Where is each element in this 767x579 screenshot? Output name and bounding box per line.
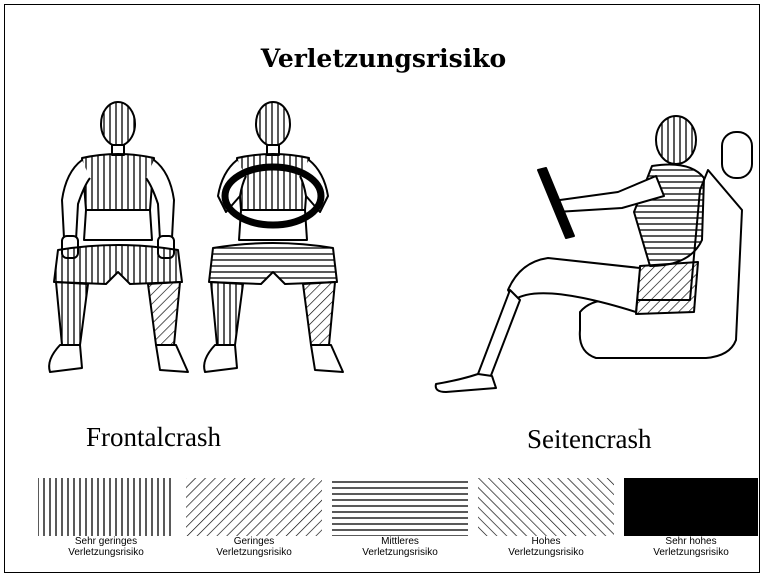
legend-label-line1: Mittleres	[325, 536, 475, 547]
dummy-front-with-wheel	[204, 102, 343, 372]
legend-label-line2: Verletzungsrisiko	[471, 547, 621, 558]
caption-side-crash: Seitencrash	[527, 424, 651, 455]
caption-frontal-crash: Frontalcrash	[86, 422, 221, 453]
dummy-front-no-wheel	[49, 102, 188, 372]
legend-swatch-horizontal	[332, 478, 468, 536]
dummy-side-seated	[436, 116, 752, 392]
legend-label-line2: Verletzungsrisiko	[616, 547, 766, 558]
legend-swatch-diagonal-down	[478, 478, 614, 536]
legend-label-line1: Sehr geringes	[31, 536, 181, 547]
legend-swatch-solid	[624, 478, 758, 536]
legend-label-line2: Verletzungsrisiko	[325, 547, 475, 558]
legend-label-line2: Verletzungsrisiko	[179, 547, 329, 558]
legend-label-line2: Verletzungsrisiko	[31, 547, 181, 558]
legend-swatches	[38, 478, 758, 536]
legend-label-line1: Geringes	[179, 536, 329, 547]
legend-label-line1: Hohes	[471, 536, 621, 547]
legend-swatch-diagonal-up	[186, 478, 322, 536]
legend-label-line1: Sehr hohes	[616, 536, 766, 547]
legend-swatch-vertical	[38, 478, 174, 536]
